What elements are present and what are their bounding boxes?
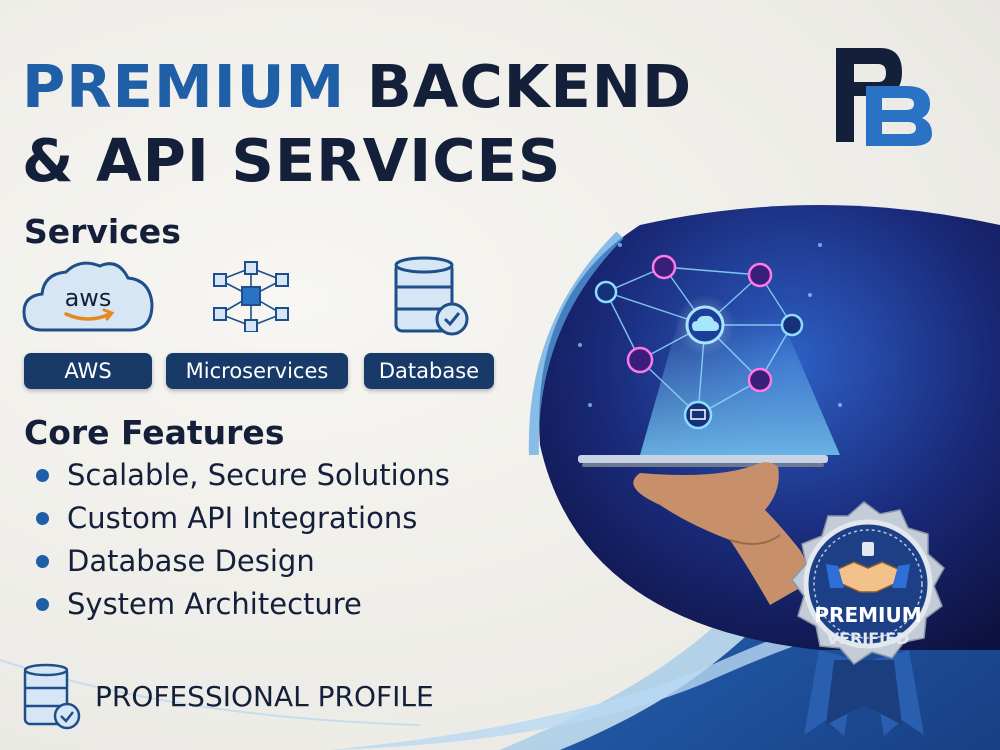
service-pill-database: Database [364, 353, 494, 389]
footer-label: PROFESSIONAL PROFILE [95, 680, 434, 713]
bullet-icon [36, 598, 49, 611]
badge-line1: PREMIUM [814, 603, 921, 627]
feature-label: System Architecture [67, 587, 362, 621]
page-title: PREMIUM BACKEND & API SERVICES [22, 50, 692, 198]
feature-label: Custom API Integrations [67, 501, 418, 535]
feature-label: Database Design [67, 544, 315, 578]
services-heading: Services [24, 212, 181, 251]
badge-line2: VERIFIED [827, 629, 910, 648]
pb-logo-icon [836, 48, 932, 146]
premium-verified-badge: PREMIUM VERIFIED [791, 501, 945, 736]
database-check-icon [394, 256, 469, 336]
feature-item: Scalable, Secure Solutions [36, 454, 450, 497]
bullet-icon [36, 469, 49, 482]
aws-cloud-icon: aws [22, 261, 154, 332]
title-line2: & API SERVICES [22, 126, 562, 195]
database-check-icon [23, 663, 81, 730]
service-pill-aws: AWS [24, 353, 152, 389]
service-pill-microservices: Microservices [166, 353, 348, 389]
bullet-icon [36, 555, 49, 568]
core-features-heading: Core Features [24, 413, 285, 452]
feature-item: Database Design [36, 540, 450, 583]
microservices-cube-icon [213, 261, 289, 332]
feature-list: Scalable, Secure Solutions Custom API In… [36, 454, 450, 626]
feature-item: Custom API Integrations [36, 497, 450, 540]
handshake-icon [826, 542, 910, 593]
feature-label: Scalable, Secure Solutions [67, 458, 450, 492]
title-accent-word: PREMIUM [22, 52, 346, 121]
title-line1-rest: BACKEND [366, 52, 693, 121]
aws-icon-text: aws [65, 284, 112, 312]
bullet-icon [36, 512, 49, 525]
feature-item: System Architecture [36, 583, 450, 626]
